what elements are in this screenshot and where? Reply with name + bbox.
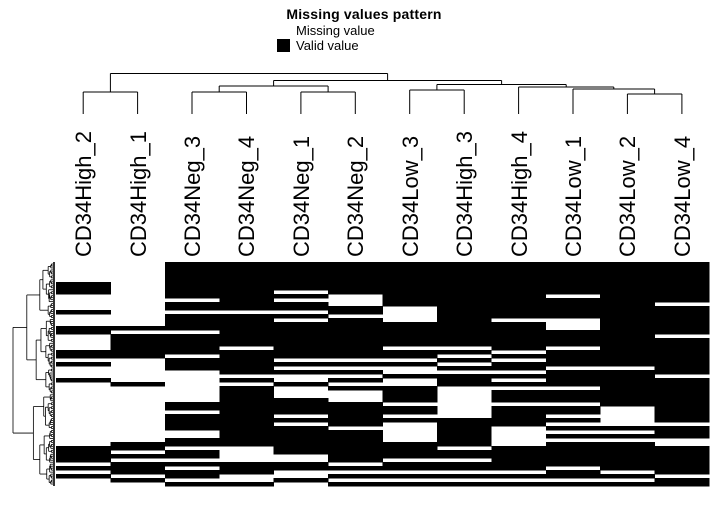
column-label: CD34High_4 xyxy=(506,131,532,257)
column-label: CD34Neg_3 xyxy=(180,135,206,257)
legend-label: Missing value xyxy=(296,23,375,38)
column-label: CD34Low_2 xyxy=(615,135,641,257)
column-label: CD34High_1 xyxy=(125,131,151,257)
column-label: CD34High_2 xyxy=(71,131,97,257)
column-label: CD34Neg_2 xyxy=(343,135,369,257)
column-label: CD34Neg_1 xyxy=(288,135,314,257)
legend: Missing value Valid value xyxy=(277,23,375,53)
column-label: CD34Low_3 xyxy=(397,135,423,257)
column-label: CD34High_3 xyxy=(452,131,478,257)
legend-label: Valid value xyxy=(296,38,359,53)
column-label: CD34Neg_4 xyxy=(234,135,260,257)
legend-item-valid: Valid value xyxy=(277,38,375,53)
column-label: CD34Low_4 xyxy=(669,135,695,257)
legend-item-missing: Missing value xyxy=(277,23,375,38)
column-label: CD34Low_1 xyxy=(560,135,586,257)
chart-title: Missing values pattern xyxy=(286,6,442,22)
missing-value-swatch-icon xyxy=(277,24,290,37)
valid-value-swatch-icon xyxy=(277,39,290,52)
